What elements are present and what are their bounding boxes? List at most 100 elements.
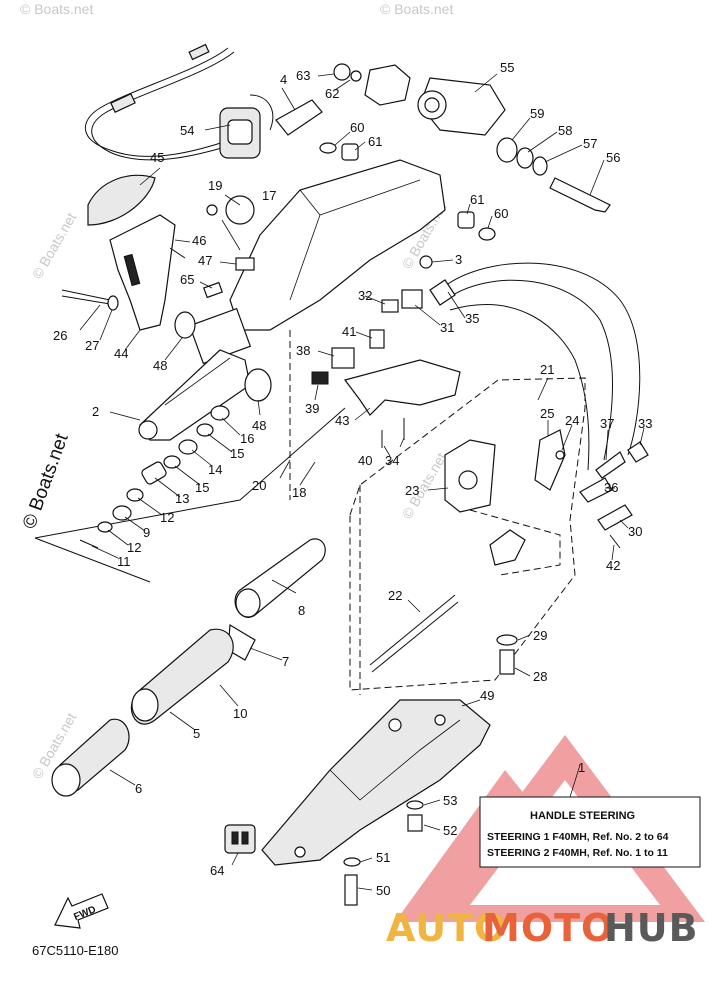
label-12b: 12 [127,540,141,555]
leader-lines [79,73,645,891]
dash-line [469,509,561,576]
part-56 [549,177,611,213]
part-8-end [235,588,261,618]
label-54: 54 [180,123,194,138]
part-26-bolt [61,295,111,305]
label-57: 57 [583,136,597,151]
part-5-end [131,688,159,722]
label-9: 9 [143,525,150,540]
label-5: 5 [193,726,200,741]
part-62 [350,70,362,82]
handle-parts [61,174,272,402]
group-box-steering2 [349,377,586,691]
label-60a: 60 [350,120,364,135]
info-box [479,796,701,868]
part-49-hole [294,846,306,858]
label-53: 53 [443,793,457,808]
brand-hub: HUB [604,906,699,950]
cable-connector [110,93,136,113]
label-63: 63 [296,68,310,83]
pivot-hole-inner [424,97,440,113]
label-58: 58 [558,123,572,138]
info-box-line-2: STEERING 2 F40MH, Ref. No. 1 to 11 [487,847,668,859]
part-24 [555,450,565,460]
part-15 [196,423,214,437]
upper-misc-parts [169,99,323,299]
part-65 [203,281,223,299]
label-45: 45 [150,150,164,165]
part-44-slot [123,253,141,287]
part-61b [457,211,475,229]
part-52 [407,814,423,832]
label-15a: 15 [230,446,244,461]
brand-moto: MOTO [482,906,614,950]
part-58 [516,147,534,169]
label-43: 43 [335,413,349,428]
label-42: 42 [606,558,620,573]
label-19: 19 [208,178,222,193]
part-49 [261,699,491,866]
watermark: © Boats.net [20,1,93,17]
cable-a [84,47,231,157]
label-49: 49 [480,688,494,703]
label-33: 33 [638,416,652,431]
label-1: 1 [578,760,585,775]
label-18: 18 [292,485,306,500]
cable-c [249,94,274,131]
part-41 [369,329,385,349]
label-2: 2 [92,404,99,419]
upper-bracket [364,64,411,106]
label-62: 62 [325,86,339,101]
pivot-parts [319,63,611,241]
label-59: 59 [530,106,544,121]
part-22 [369,594,456,666]
part-42 [609,534,621,549]
cable-right-a [439,262,641,456]
part-32 [381,299,399,313]
label-55: 55 [500,60,514,75]
part-43 [343,359,461,416]
label-7: 7 [282,654,289,669]
label-50: 50 [376,883,390,898]
label-24: 24 [565,413,579,428]
part-49-hole [434,714,446,726]
part-17 [225,195,255,225]
part-37 [595,451,626,479]
label-44: 44 [114,346,128,361]
label-56: 56 [606,150,620,165]
label-23: 23 [405,483,419,498]
part-23-gear [458,470,478,490]
tiller-arm-rib [164,357,231,406]
part-48b [244,368,272,402]
part-59 [496,137,518,163]
part-28 [499,649,515,675]
cable-right-c [449,304,590,471]
info-box-line-1: STEERING 1 F40MH, Ref. No. 2 to 64 [487,831,669,843]
label-38: 38 [296,343,310,358]
part-38 [331,347,355,369]
part-35 [429,279,456,306]
part-48a [174,311,196,339]
label-30: 30 [628,524,642,539]
part-9 [112,505,132,521]
label-40: 40 [358,453,372,468]
part-29 [496,634,518,646]
fwd-arrow: FWD [54,893,109,929]
part-36 [579,477,613,503]
label-32: 32 [358,288,372,303]
label-21: 21 [540,362,554,377]
brand-auto: AUTO [386,906,507,950]
label-31: 31 [440,320,454,335]
label-10: 10 [233,706,247,721]
cable-connector [188,43,210,61]
label-12a: 12 [160,510,174,525]
label-39: 39 [305,401,319,416]
grip-parts [51,538,326,797]
part-13 [141,461,167,485]
bracket-edge [289,214,321,301]
label-26: 26 [53,328,67,343]
part-60a [319,142,337,154]
part-51 [343,857,361,867]
part-12 [126,488,144,502]
label-64: 64 [210,863,224,878]
